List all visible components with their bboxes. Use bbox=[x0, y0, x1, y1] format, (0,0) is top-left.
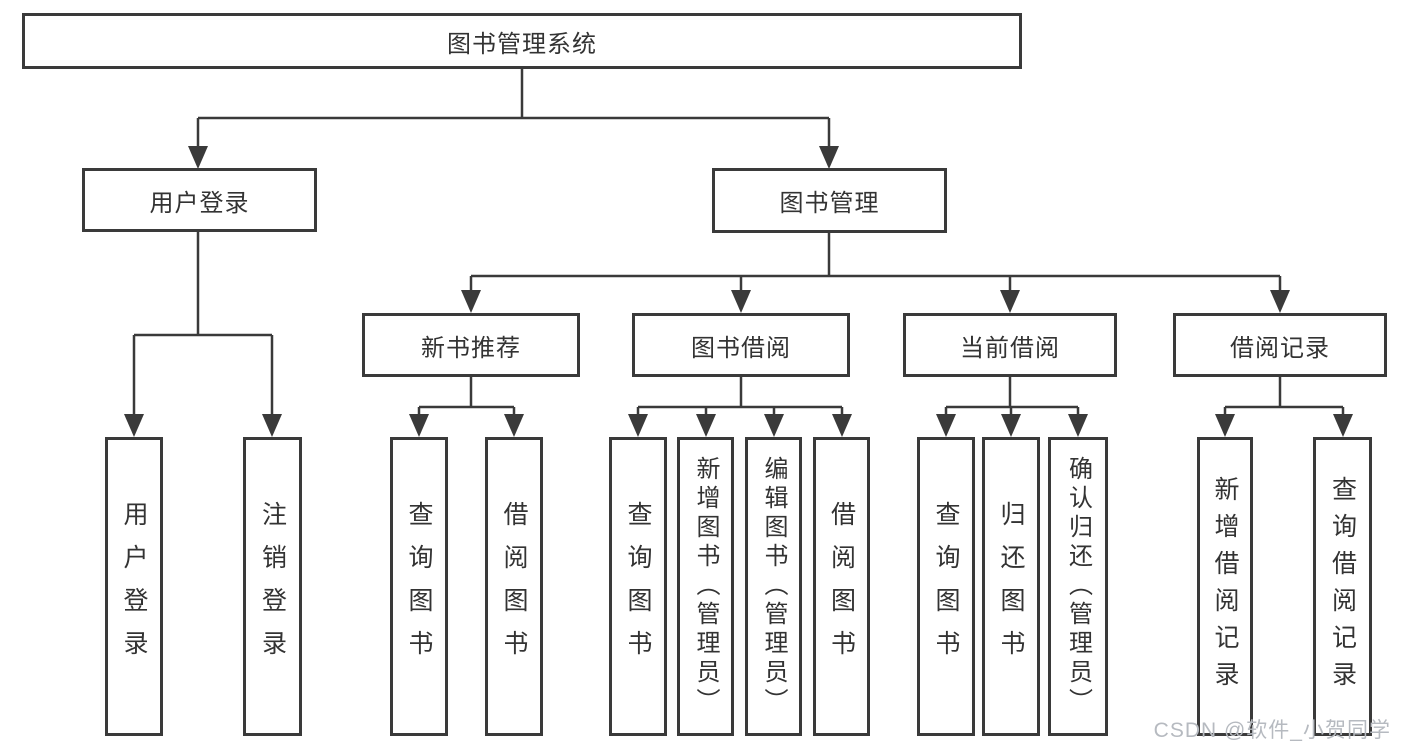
leaf-borrow-query-books: 查询图书 bbox=[609, 437, 667, 736]
node-user-login-label: 用户登录 bbox=[149, 189, 250, 217]
leaf-records-add-record: 新增借阅记录 bbox=[1197, 437, 1253, 736]
connector-new-book-recommend-branch bbox=[409, 377, 524, 437]
node-book-management: 图书管理 bbox=[712, 168, 947, 233]
leaf-borrow-edit-books-label: 编辑图书（管理员） bbox=[760, 456, 787, 717]
connector-current-borrow-branch bbox=[936, 377, 1088, 437]
leaf-logout-label: 注销登录 bbox=[258, 500, 287, 673]
node-book-management-system: 图书管理系统 bbox=[22, 13, 1022, 69]
node-book-borrow: 图书借阅 bbox=[632, 313, 850, 377]
node-book-management-system-label: 图书管理系统 bbox=[447, 30, 597, 58]
node-current-borrow: 当前借阅 bbox=[903, 313, 1117, 377]
leaf-current-return-books-label: 归还图书 bbox=[997, 500, 1025, 673]
node-new-book-recommend: 新书推荐 bbox=[362, 313, 580, 377]
leaf-recommend-query-books-label: 查询图书 bbox=[405, 500, 433, 673]
connector-borrow-records-branch bbox=[1215, 377, 1353, 437]
leaf-user-login-label: 用户登录 bbox=[120, 500, 148, 673]
leaf-borrow-borrow-books: 借阅图书 bbox=[813, 437, 870, 736]
leaf-borrow-query-books-label: 查询图书 bbox=[624, 500, 652, 673]
leaf-logout: 注销登录 bbox=[243, 437, 302, 736]
leaf-user-login: 用户登录 bbox=[105, 437, 163, 736]
leaf-borrow-edit-books: 编辑图书（管理员） bbox=[745, 437, 802, 736]
connector-user-login-branch bbox=[124, 232, 282, 437]
node-book-management-label: 图书管理 bbox=[779, 190, 880, 217]
node-borrow-records: 借阅记录 bbox=[1173, 313, 1387, 377]
leaf-borrow-borrow-books-label: 借阅图书 bbox=[827, 500, 856, 673]
node-user-login: 用户登录 bbox=[82, 168, 317, 232]
leaf-borrow-add-books: 新增图书（管理员） bbox=[677, 437, 734, 736]
node-borrow-records-label: 借阅记录 bbox=[1230, 334, 1330, 362]
leaf-recommend-borrow-books: 借阅图书 bbox=[485, 437, 543, 736]
leaf-recommend-query-books: 查询图书 bbox=[390, 437, 448, 736]
leaf-borrow-add-books-label: 新增图书（管理员） bbox=[692, 456, 719, 717]
leaf-current-query-books: 查询图书 bbox=[917, 437, 975, 736]
node-new-book-recommend-label: 新书推荐 bbox=[421, 334, 521, 362]
leaf-records-query-record: 查询借阅记录 bbox=[1313, 437, 1372, 736]
leaf-current-return-books: 归还图书 bbox=[982, 437, 1040, 736]
node-current-borrow-label: 当前借阅 bbox=[960, 334, 1060, 362]
leaf-current-confirm-return-label: 确认归还（管理员） bbox=[1064, 456, 1092, 717]
leaf-current-confirm-return: 确认归还（管理员） bbox=[1048, 437, 1108, 736]
leaf-records-query-record-label: 查询借阅记录 bbox=[1328, 475, 1357, 698]
leaf-recommend-borrow-books-label: 借阅图书 bbox=[500, 500, 528, 673]
csdn-watermark: CSDN @软件_小贺同学 bbox=[1153, 719, 1391, 742]
node-book-borrow-label: 图书借阅 bbox=[691, 334, 791, 362]
connector-book-management-branch bbox=[461, 233, 1290, 313]
connector-book-borrow-branch bbox=[628, 377, 852, 437]
leaf-current-query-books-label: 查询图书 bbox=[932, 500, 960, 673]
leaf-records-add-record-label: 新增借阅记录 bbox=[1211, 475, 1239, 698]
connector-root-to-level2 bbox=[188, 69, 839, 169]
